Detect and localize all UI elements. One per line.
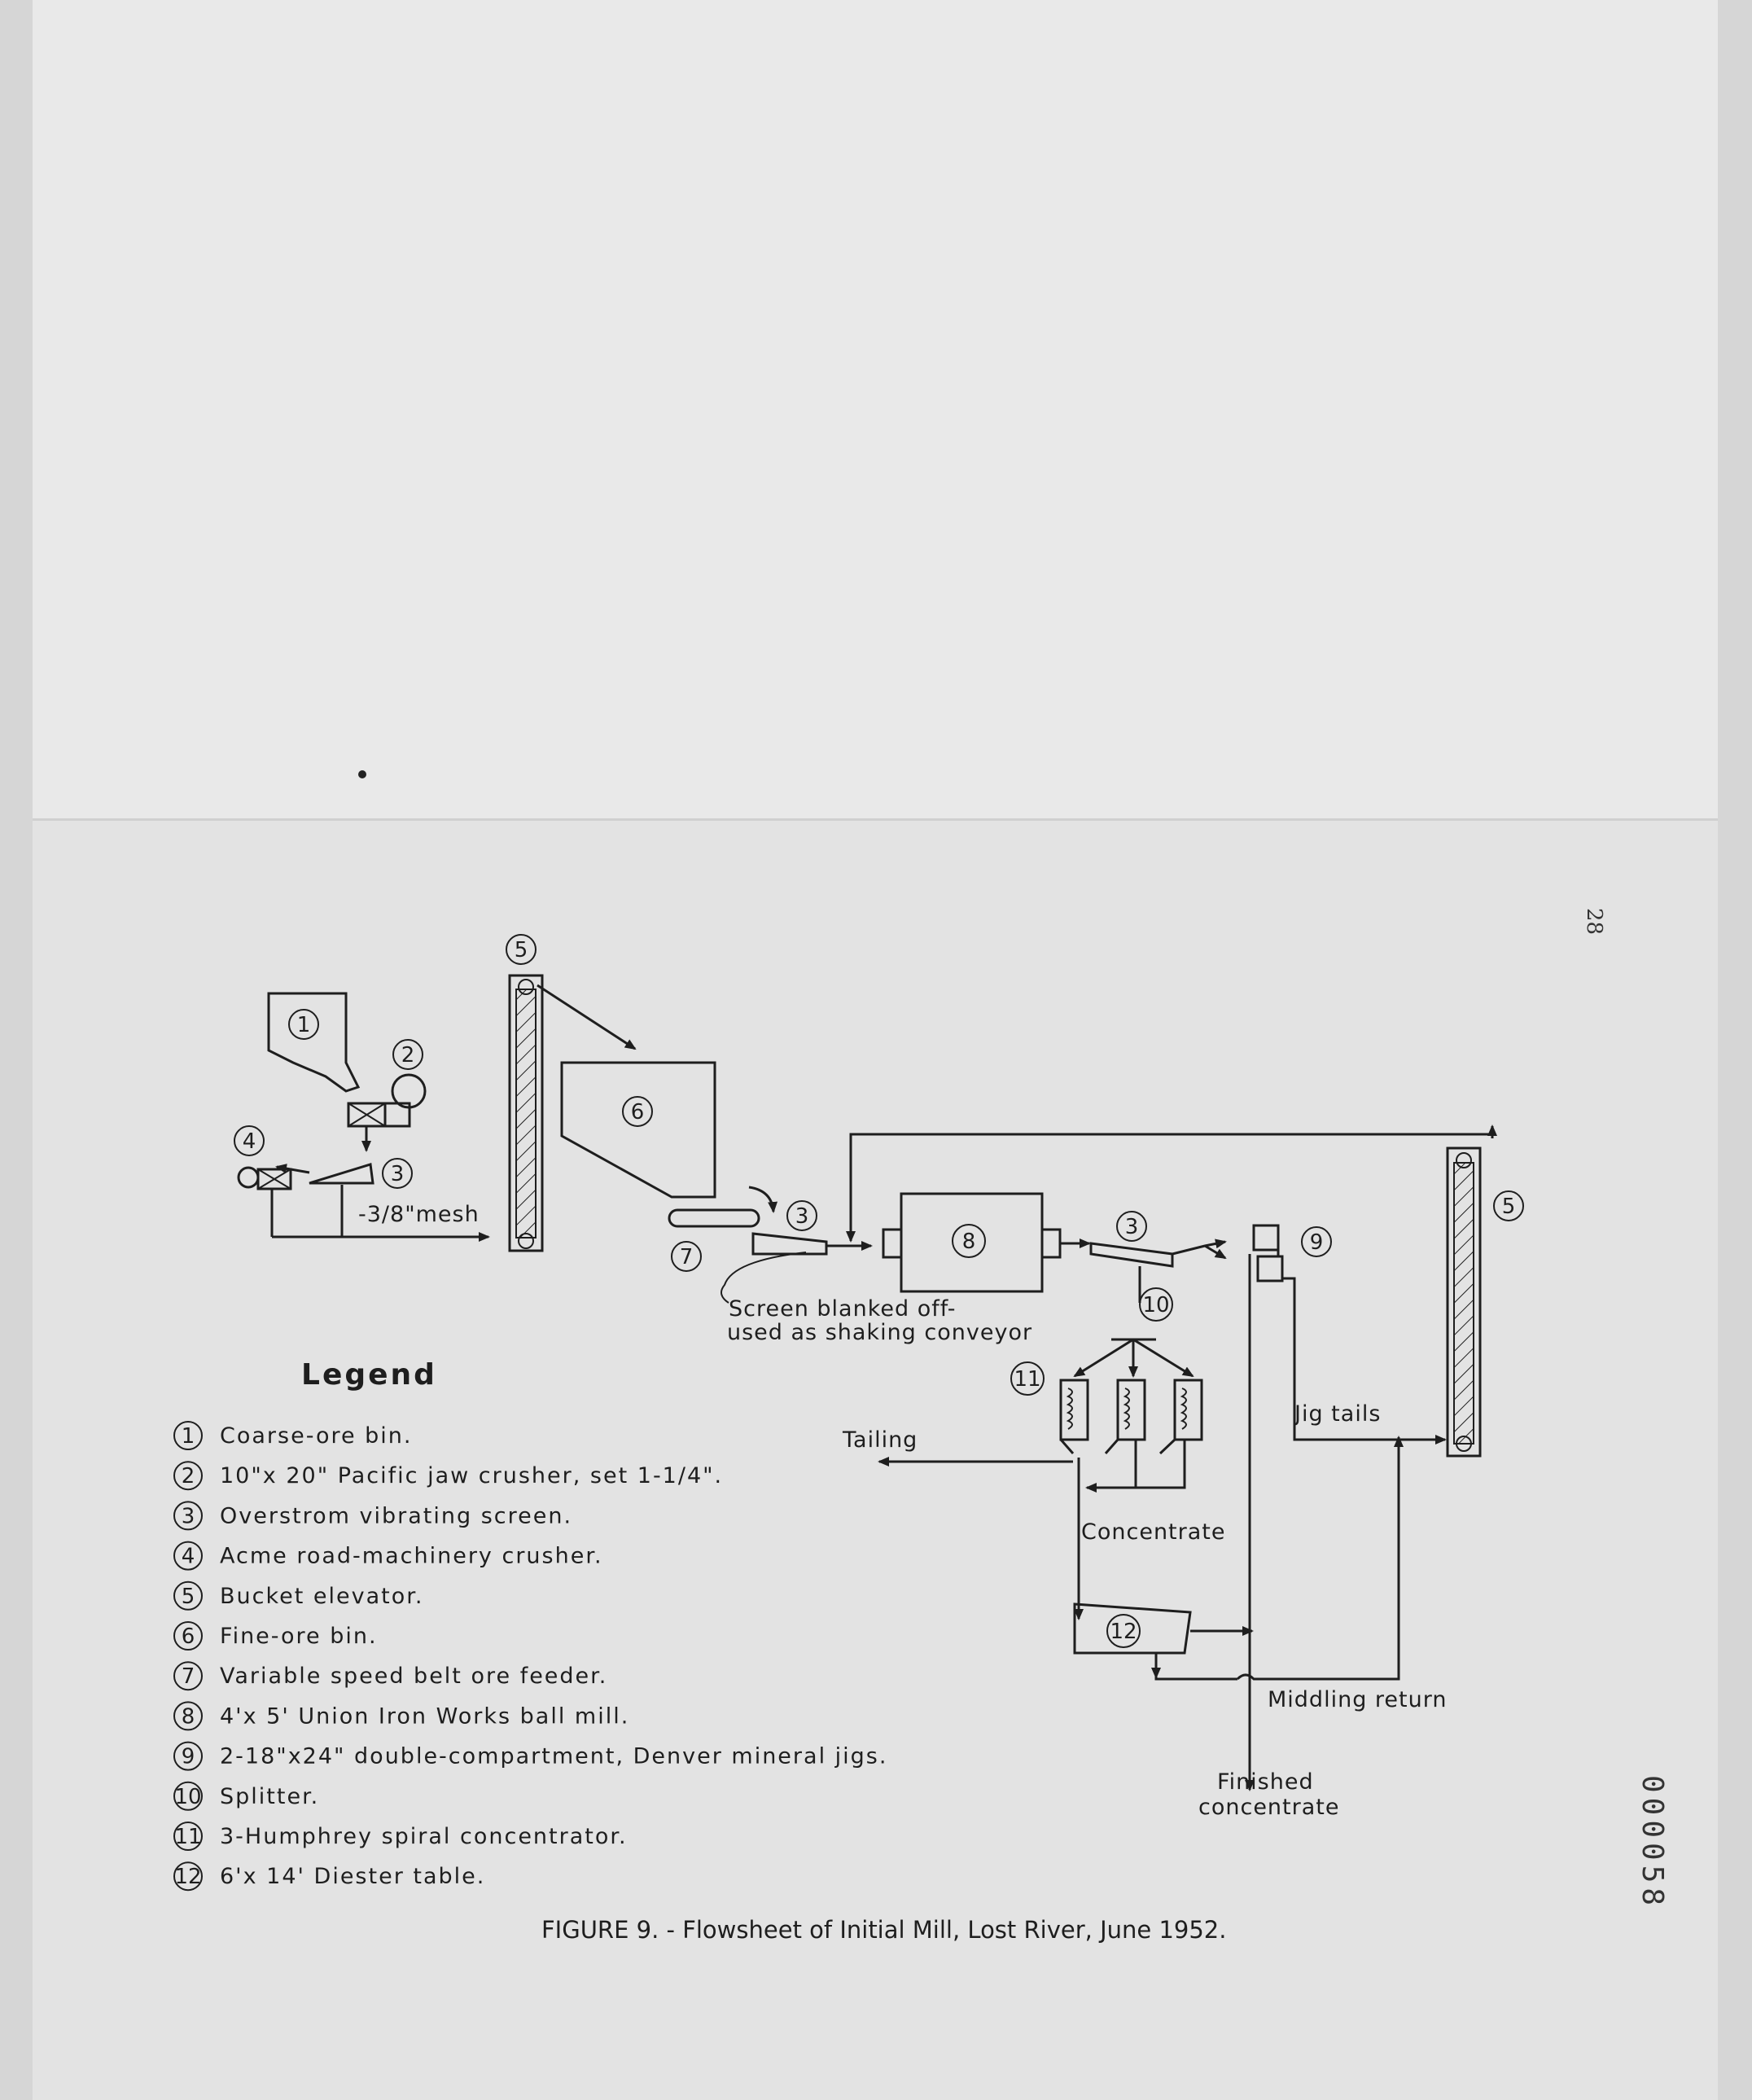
fine-ore-bin: 6 [560,1061,716,1199]
legend-number: 12 [174,1865,201,1889]
ball-mill: 8 [882,1192,1091,1293]
mesh-label: -3/8"mesh [358,1202,480,1227]
legend-item: 12 6'x 14' Diester table. [173,1861,485,1892]
tailing-label: Tailing [842,1427,918,1453]
elevator-a-number: 5 [515,938,528,962]
legend-number: 11 [174,1825,201,1849]
screen-a-number: 3 [391,1162,405,1186]
splitter-number: 10 [1142,1293,1169,1317]
legend-number: 4 [182,1545,195,1569]
legend-number: 8 [182,1704,195,1729]
legend-number: 2 [182,1464,195,1488]
paper-sheet-lower-fold [33,821,1718,2100]
legend-text: Variable speed belt ore feeder. [220,1664,607,1689]
stray-mark [358,770,366,778]
legend-title: Legend [301,1358,437,1392]
legend-number-circle [173,1501,203,1531]
acme-crusher: 4 [234,1125,292,1190]
legend-text: Acme road-machinery crusher. [220,1544,603,1569]
legend-item: 1 Coarse-ore bin. [173,1421,413,1450]
legend-number-circle [173,1861,203,1892]
coarse-ore-bin: 1 [267,992,361,1093]
jaw-crusher: 2 [347,1039,427,1152]
legend-number: 9 [182,1745,195,1769]
jaw-crusher-number: 2 [401,1043,415,1068]
legend-number-circle [173,1822,203,1851]
jigs-number: 9 [1310,1230,1324,1255]
bucket-elevator-b: 5 [1446,1146,1524,1458]
paper-fold-line [33,818,1718,821]
legend-number-circle [173,1701,203,1731]
legend-item: 11 3-Humphrey spiral concentrator. [173,1822,628,1851]
legend-number: 6 [182,1624,195,1649]
mineral-jigs: 9 [1245,1224,1447,1791]
legend-number-circle [173,1421,203,1450]
acme-crusher-number: 4 [243,1129,256,1154]
legend-number-circle [173,1781,203,1811]
legend-item: 3 Overstrom vibrating screen. [173,1501,572,1531]
diester-table: 12 [1073,1602,1254,1681]
legend: Legend 1 Coarse-ore bin. 2 10"x 20" Pacific… [173,1358,887,1892]
legend-item: 2 10"x 20" Pacific jaw crusher, set 1-1/4… [173,1461,723,1491]
legend-number: 10 [174,1785,201,1809]
legend-text: 3-Humphrey spiral concentrator. [220,1824,628,1849]
figure-caption: FIGURE 9. - Flowsheet of Initial Mill, L… [541,1916,1226,1944]
belt-ore-feeder: 7 [668,1186,778,1272]
finished-label-line2: concentrate [1198,1795,1339,1820]
legend-number-circle [173,1661,203,1691]
legend-number-circle [173,1621,203,1651]
spiral-concentrators: 11 [1010,1361,1203,1455]
screen-note-line1: Screen blanked off- [729,1296,957,1322]
vibrating-screen-a: 3 [275,1158,413,1189]
legend-item: 7 Variable speed belt ore feeder. [173,1661,607,1691]
legend-text: Bucket elevator. [220,1584,424,1609]
screen-note-line2: used as shaking conveyor [727,1320,1032,1345]
table-number: 12 [1110,1620,1137,1644]
archive-stamp: 000058 [1636,1775,1669,1910]
legend-text: 4'x 5' Union Iron Works ball mill. [220,1703,629,1729]
finished-label-line1: Finished [1217,1769,1314,1795]
legend-number-circle [173,1741,203,1771]
legend-number-circle [173,1580,203,1611]
legend-item: 5 Bucket elevator. [173,1580,424,1611]
legend-item: 9 2-18"x24" double-compartment, Denver mi… [173,1741,887,1771]
bucket-elevator-a: 5 [506,934,637,1252]
legend-item: 4 Acme road-machinery crusher. [173,1541,603,1571]
spirals-number: 11 [1014,1367,1040,1392]
page-number: 28 [1582,908,1606,935]
jig-tails-label: Jig tails [1293,1401,1381,1427]
legend-text: Overstrom vibrating screen. [220,1503,572,1528]
legend-text: Fine-ore bin. [220,1624,378,1649]
elevator-b-number: 5 [1502,1195,1516,1219]
concentrate-label: Concentrate [1081,1519,1225,1545]
legend-text: Coarse-ore bin. [220,1423,413,1449]
legend-item: 10 Splitter. [173,1781,319,1811]
legend-number: 1 [182,1424,195,1449]
legend-text: Splitter. [220,1784,319,1809]
vibrating-screen-b: 3 [721,1200,873,1304]
legend-number: 3 [182,1504,195,1528]
legend-item: 6 Fine-ore bin. [173,1621,378,1651]
middling-return-label: Middling return [1268,1687,1447,1712]
legend-number: 5 [182,1585,195,1609]
screen-b-number: 3 [795,1204,809,1229]
ball-mill-number: 8 [962,1230,976,1254]
legend-number-circle [173,1461,203,1491]
legend-number-circle [173,1541,203,1571]
fine-bin-number: 6 [631,1100,645,1125]
belt-feeder-number: 7 [680,1245,694,1269]
screen-c-number: 3 [1125,1215,1139,1239]
legend-text: 10"x 20" Pacific jaw crusher, set 1-1/4"… [220,1463,723,1488]
legend-number: 7 [182,1664,195,1689]
legend-text: 6'x 14' Diester table. [220,1864,485,1889]
legend-text: 2-18"x24" double-compartment, Denver min… [220,1744,887,1769]
splitter: 10 [1073,1287,1194,1378]
coarse-bin-number: 1 [297,1013,311,1037]
vibrating-screen-c: 3 [1089,1211,1227,1303]
legend-item: 8 4'x 5' Union Iron Works ball mill. [173,1701,629,1731]
